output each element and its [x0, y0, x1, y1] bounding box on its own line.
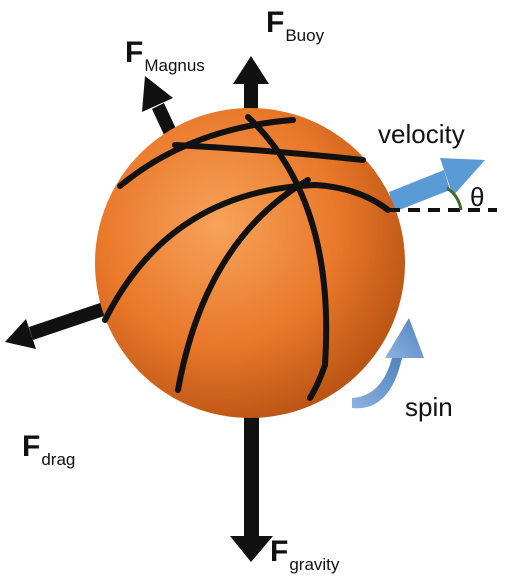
magnus-force-label: FMagnus	[125, 36, 205, 75]
theta-label: θ	[470, 182, 485, 212]
buoyancy-force-symbol: F	[266, 6, 285, 39]
gravity-force-label: Fgravity	[270, 535, 339, 574]
magnus-force-subscript: Magnus	[144, 56, 205, 75]
buoyancy-force-label: FBuoy	[266, 6, 324, 45]
drag-force-subscript: drag	[41, 450, 76, 469]
drag-force-label: Fdrag	[22, 430, 75, 469]
buoyancy-force-subscript: Buoy	[285, 26, 325, 45]
velocity-arrow	[389, 158, 485, 212]
gravity-force-arrow	[230, 410, 273, 562]
drag-force-symbol: F	[22, 430, 41, 463]
drag-force-arrow	[5, 302, 107, 349]
angle-arc	[446, 186, 463, 211]
basketball-icon	[95, 108, 405, 418]
gravity-force-subscript: gravity	[289, 555, 340, 574]
spin-label: spin	[405, 392, 453, 422]
magnus-force-symbol: F	[125, 36, 144, 69]
magnus-force-arrow	[142, 76, 177, 137]
gravity-force-symbol: F	[270, 535, 289, 568]
velocity-label: velocity	[378, 119, 465, 149]
spin-arrow	[352, 318, 424, 409]
